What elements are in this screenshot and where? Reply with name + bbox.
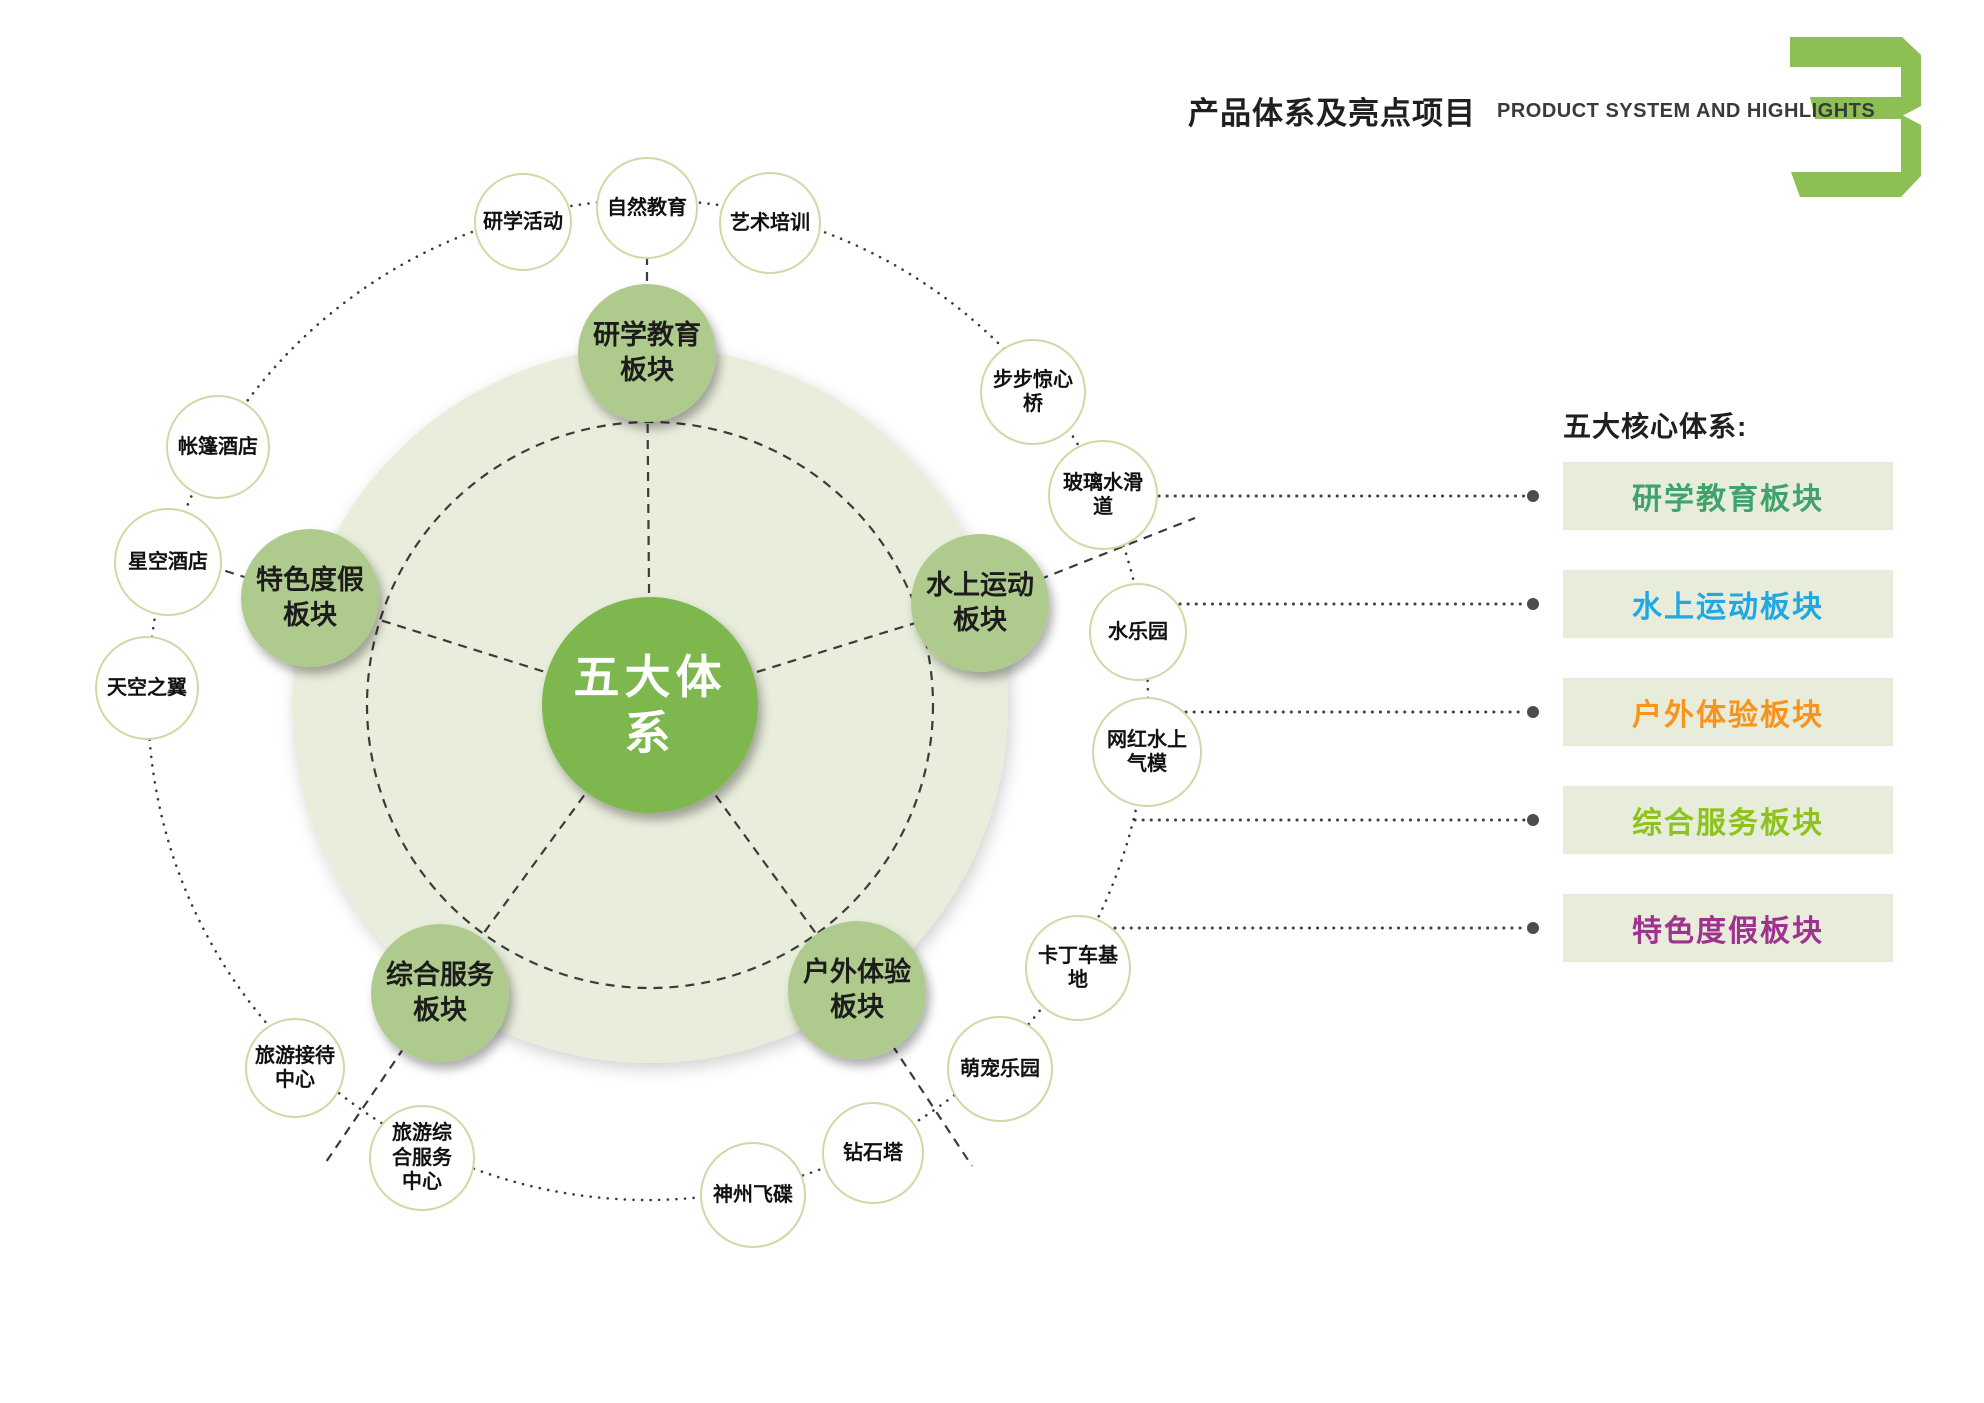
legend-leader-lines bbox=[1113, 494, 1526, 930]
page-title-english: PRODUCT SYSTEM AND HIGHLIGHTS bbox=[1497, 100, 1876, 122]
legend-leader-dots bbox=[1527, 490, 1539, 934]
legend-item-outdoor-experience: 户外体验板块 bbox=[1563, 678, 1893, 746]
sector-circle-water-sports bbox=[911, 534, 1049, 672]
legend-title: 五大核心体系: bbox=[1563, 411, 1748, 442]
sector-circle-research-education bbox=[578, 284, 716, 422]
page-title: 产品体系及亮点项目 bbox=[1188, 96, 1476, 131]
project-circle-pet-park bbox=[947, 1016, 1053, 1122]
project-circle-water-park bbox=[1089, 583, 1187, 681]
project-circle-karting-base bbox=[1025, 915, 1131, 1021]
project-circle-shenzhou-ufo bbox=[700, 1142, 806, 1248]
sector-circles bbox=[241, 284, 1049, 1062]
center-hub-circle bbox=[542, 597, 758, 813]
legend-item-water-sports: 水上运动板块 bbox=[1563, 570, 1893, 638]
project-circle-thrilling-bridge bbox=[980, 339, 1086, 445]
sector-circle-comprehensive-service bbox=[371, 924, 509, 1062]
project-circle-diamond-tower bbox=[822, 1102, 924, 1204]
project-circle-tourism-reception-center bbox=[245, 1018, 345, 1118]
project-circle-starry-hotel bbox=[114, 508, 222, 616]
sector-circle-featured-resort bbox=[241, 529, 379, 667]
project-circle-inflatable-floats bbox=[1092, 697, 1202, 807]
inner-dashed-circle bbox=[365, 420, 935, 990]
legend-item-featured-resort: 特色度假板块 bbox=[1563, 894, 1893, 962]
legend-item-research-education: 研学教育板块 bbox=[1563, 462, 1893, 530]
project-circle-glass-water-slide bbox=[1048, 440, 1158, 550]
project-circles bbox=[95, 157, 1202, 1248]
project-circle-sky-wing bbox=[95, 636, 199, 740]
project-circle-nature-education bbox=[596, 157, 698, 259]
project-circle-tent-hotel bbox=[166, 395, 270, 499]
project-circle-tourism-service-center bbox=[369, 1105, 475, 1211]
sector-circle-outdoor-experience bbox=[788, 921, 926, 1059]
legend-item-comprehensive-service: 综合服务板块 bbox=[1563, 786, 1893, 854]
chapter-number-3-glyph bbox=[1790, 37, 1921, 197]
project-circle-study-activities bbox=[474, 173, 572, 271]
project-circle-art-training bbox=[719, 172, 821, 274]
